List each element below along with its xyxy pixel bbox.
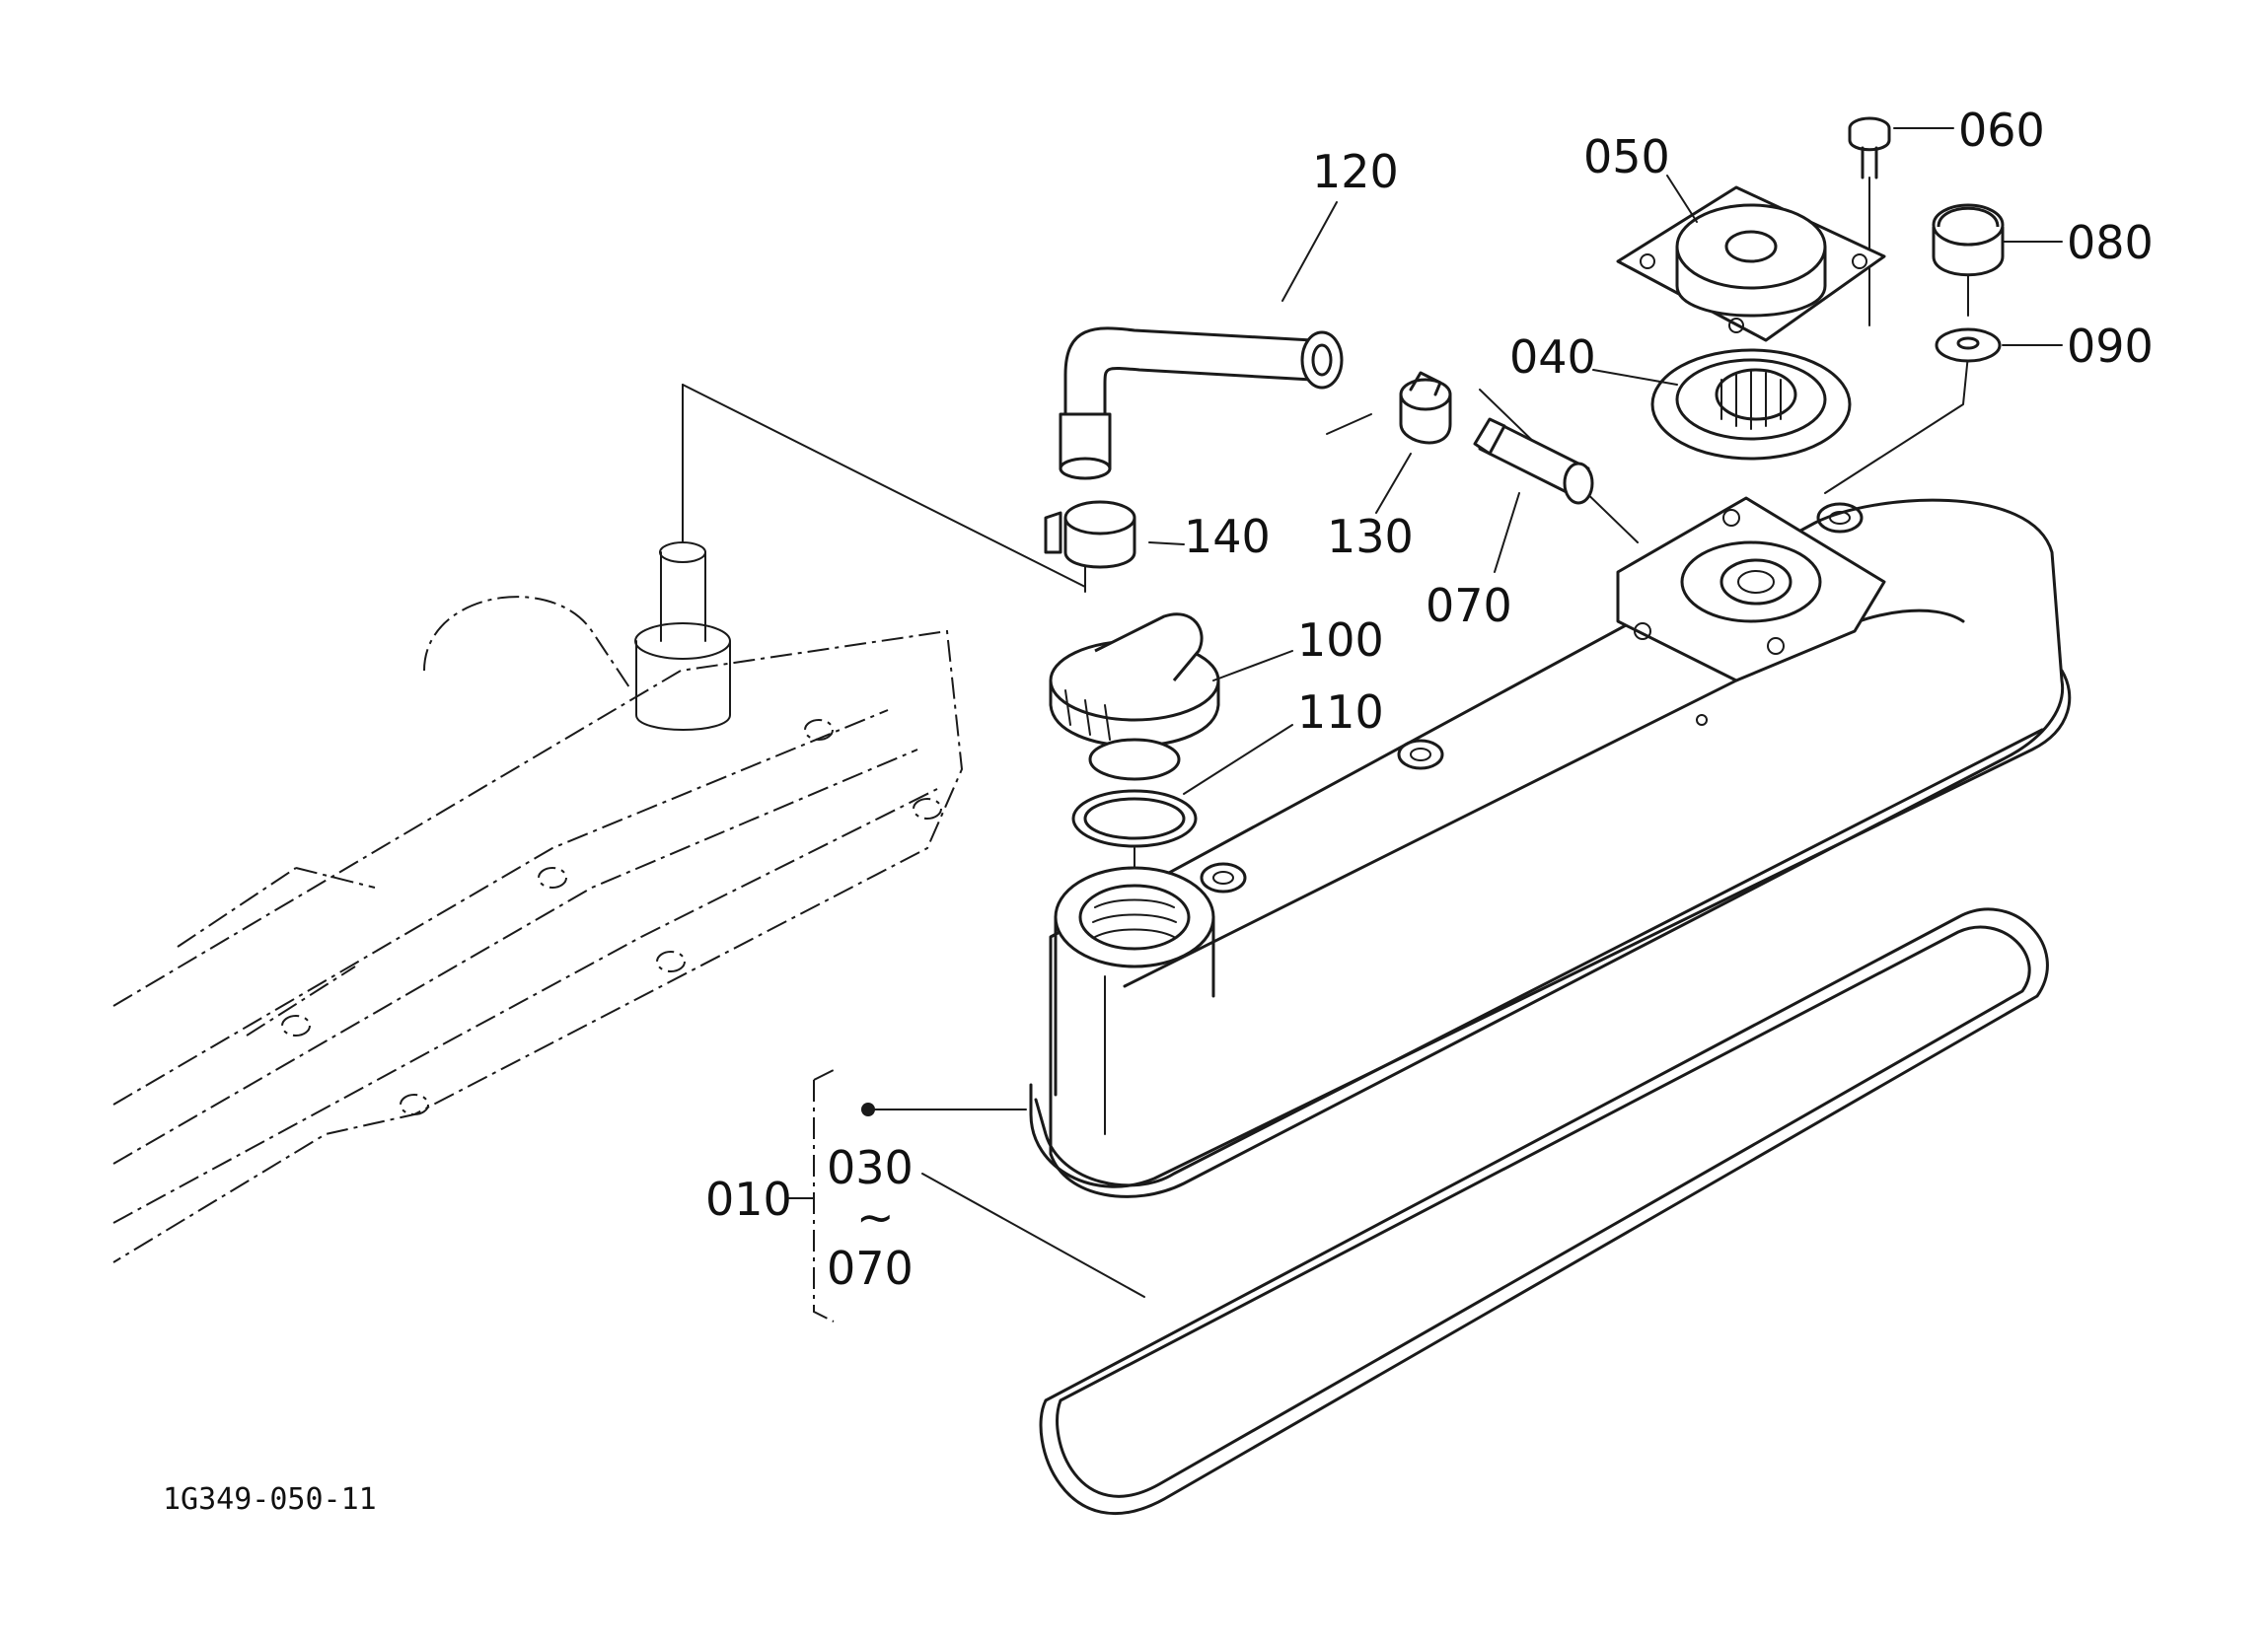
callout-leaders	[788, 127, 2063, 1323]
callout-050: 050	[1583, 130, 1670, 183]
valve-cover	[1029, 496, 2072, 1198]
hose-clamp-small	[1399, 371, 1452, 445]
callout-070: 070	[1426, 579, 1512, 632]
callout-030: 030	[827, 1141, 914, 1194]
callout-040: 040	[1509, 330, 1596, 384]
callout-080: 080	[2067, 216, 2154, 269]
callout-010: 010	[705, 1173, 792, 1226]
callout-100: 100	[1297, 613, 1384, 667]
callout-130: 130	[1327, 510, 1414, 563]
callout-060: 060	[1958, 104, 2045, 157]
drawing-code: 1G349-050-11	[163, 1482, 377, 1517]
callout-120: 120	[1312, 145, 1399, 198]
valve-cover-gasket	[1039, 907, 2049, 1516]
callout-dot	[861, 1103, 875, 1116]
cap-nut	[1932, 203, 2005, 277]
oil-filler-cap	[1049, 612, 1220, 781]
hose-clamp-large	[1044, 500, 1136, 569]
breather-hose	[1059, 326, 1344, 480]
callout-labels: 120 140 130 070 050 060 080 090 040 100 …	[163, 104, 2154, 1517]
callout-090: 090	[2067, 320, 2154, 373]
callout-range-separator: ~	[856, 1190, 895, 1244]
sealing-washer	[1935, 327, 2002, 363]
breather-pipe	[1473, 417, 1594, 505]
callout-110: 110	[1297, 685, 1384, 739]
callout-070-range: 070	[827, 1242, 914, 1295]
breather-cover	[1616, 185, 1886, 342]
o-ring	[1071, 789, 1198, 848]
cylinder-head-phantom	[112, 541, 964, 1263]
screw	[1848, 116, 1891, 179]
breather-diaphragm	[1650, 348, 1852, 461]
callout-140: 140	[1184, 510, 1271, 563]
